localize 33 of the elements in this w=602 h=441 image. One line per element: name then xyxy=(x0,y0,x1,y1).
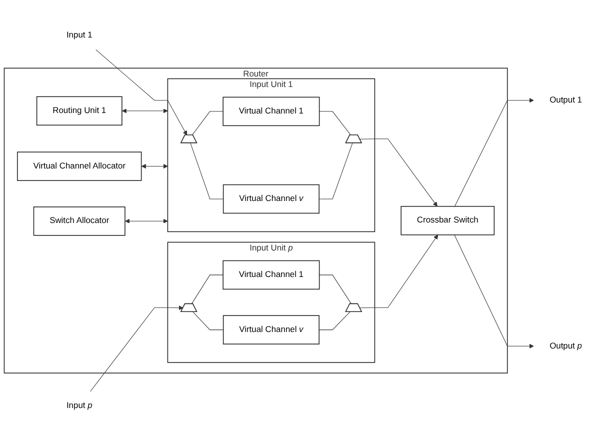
arrow xyxy=(96,49,188,136)
node-trapezoid xyxy=(345,134,362,144)
node-text: Input p xyxy=(66,400,92,410)
connector xyxy=(190,142,224,200)
node-trapezoid xyxy=(180,134,198,144)
node-trapezoid xyxy=(180,303,198,312)
arrow xyxy=(360,138,438,206)
connector xyxy=(318,312,350,330)
node-trapezoid xyxy=(345,303,362,312)
connector xyxy=(192,111,224,136)
node-text: Input 1 xyxy=(66,30,92,40)
connector xyxy=(319,111,352,136)
arrow xyxy=(141,164,168,168)
connector xyxy=(191,274,224,304)
arrow xyxy=(122,108,168,114)
arrow xyxy=(454,234,534,348)
arrow xyxy=(360,234,438,308)
node-box: Virtual Channel v xyxy=(222,315,320,344)
node-text: Output 1 xyxy=(550,95,582,104)
node-box: Crossbar Switch xyxy=(400,206,495,236)
node-box: Routing Unit 1 xyxy=(36,96,122,126)
node-text: Output p xyxy=(550,341,582,350)
node-box: Virtual Channel Allocator xyxy=(17,152,142,181)
arrow xyxy=(124,218,168,224)
arrow xyxy=(454,98,534,207)
arrow xyxy=(90,305,184,392)
node-box: Virtual Channel 1 xyxy=(222,260,320,290)
node-box: Switch Allocator xyxy=(33,206,126,236)
connector xyxy=(318,142,353,200)
node-box: Virtual Channel 1 xyxy=(222,96,320,126)
node-box: Virtual Channel v xyxy=(222,184,320,214)
connector xyxy=(319,274,352,304)
connector xyxy=(192,312,224,330)
